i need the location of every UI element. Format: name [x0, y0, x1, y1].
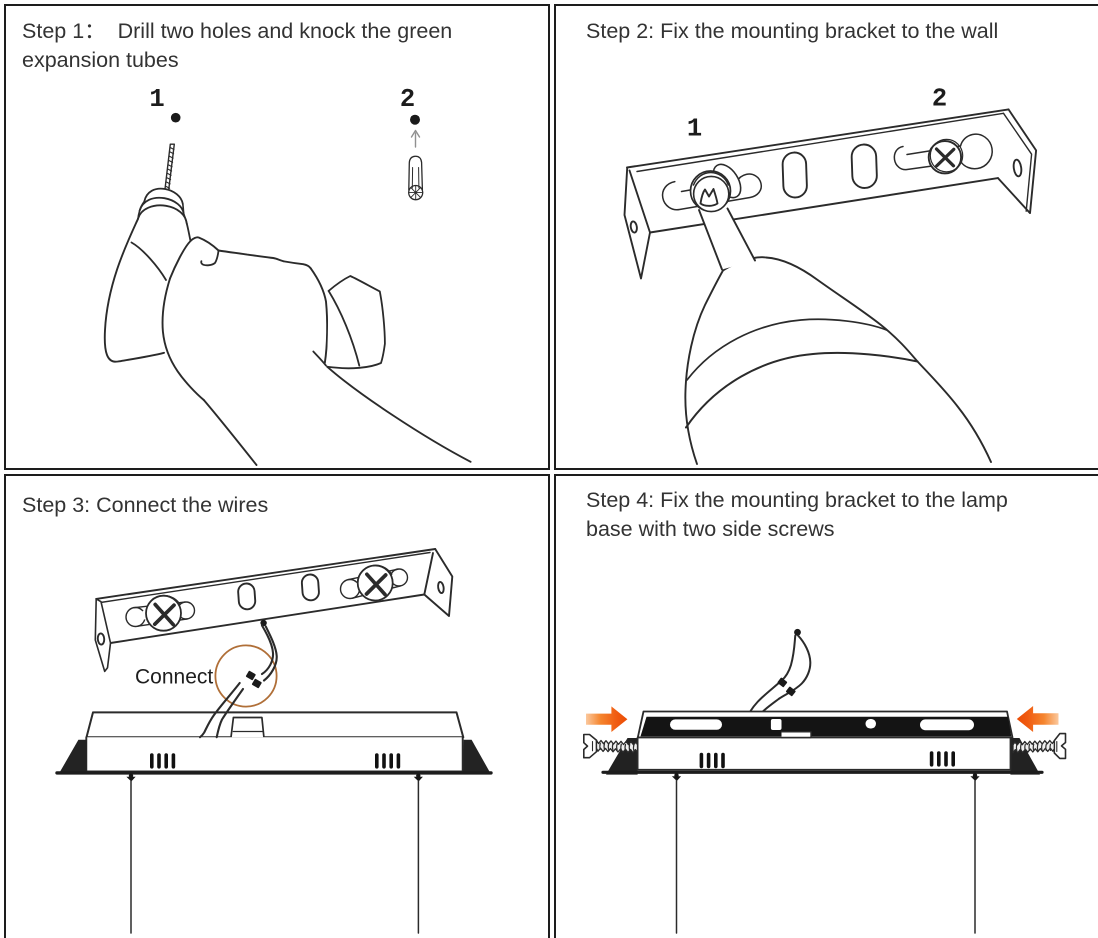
- svg-text:Connect: Connect: [135, 666, 213, 689]
- svg-text:1: 1: [149, 85, 164, 114]
- svg-text:1: 1: [687, 115, 702, 144]
- svg-text:2: 2: [932, 85, 947, 114]
- svg-text:2: 2: [400, 85, 415, 114]
